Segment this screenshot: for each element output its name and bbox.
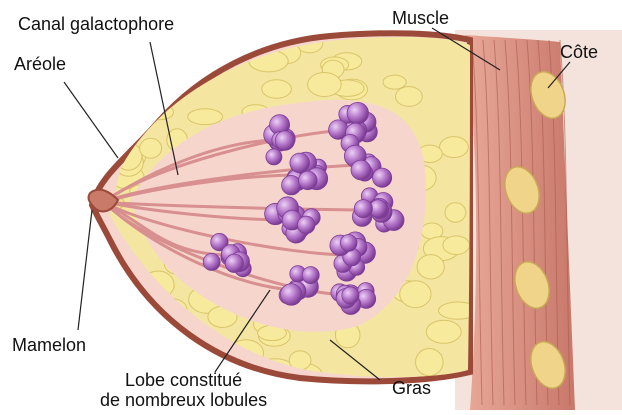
fat-cell <box>308 73 342 97</box>
label-lobe-line1: Lobe constitué <box>100 370 267 390</box>
lobule <box>302 267 319 284</box>
fat-cell <box>445 203 466 222</box>
lobule <box>351 160 371 180</box>
fat-cell <box>140 138 162 158</box>
fat-cell <box>262 80 292 98</box>
fat-cell <box>417 255 444 279</box>
label-areole: Aréole <box>14 54 66 74</box>
fat-cell <box>102 76 136 100</box>
fat-cell <box>128 75 151 94</box>
lobule <box>266 149 282 165</box>
fat-cell <box>101 135 133 150</box>
lobule <box>281 284 303 306</box>
label-muscle: Muscle <box>392 8 449 28</box>
fat-cell <box>440 137 469 158</box>
fat-cell <box>115 113 145 134</box>
lobule <box>203 253 220 270</box>
fat-cell <box>416 349 444 376</box>
label-cote: Côte <box>560 42 598 62</box>
label-lobe-line2: de nombreux lobules <box>100 390 267 410</box>
fat-cell <box>426 320 461 343</box>
leader-mamelon <box>78 210 92 330</box>
fat-cell <box>188 109 223 125</box>
lobule <box>347 102 368 123</box>
lobule <box>275 131 294 150</box>
label-lobe: Lobe constitué de nombreux lobules <box>100 370 267 410</box>
label-mamelon: Mamelon <box>12 335 86 355</box>
lobule <box>342 287 359 304</box>
lobule <box>290 153 310 173</box>
fat-cell <box>154 39 193 67</box>
fat-cell <box>218 32 239 56</box>
fat-cell <box>396 87 423 107</box>
fat-cell <box>104 110 126 129</box>
fat-cell <box>383 75 406 89</box>
fat-cell <box>400 281 431 308</box>
lobule <box>297 216 315 234</box>
lobule <box>299 171 318 190</box>
fat-cell <box>127 332 149 347</box>
label-gras: Gras <box>392 378 431 398</box>
lobule <box>225 254 243 272</box>
fat-cell <box>443 236 470 255</box>
lobule <box>340 235 357 252</box>
lobule <box>282 176 301 195</box>
fat-cell <box>160 41 182 55</box>
lobule <box>354 200 372 218</box>
lobule <box>373 168 392 187</box>
leader-areole <box>64 82 118 158</box>
label-canal-galactophore: Canal galactophore <box>18 14 174 34</box>
